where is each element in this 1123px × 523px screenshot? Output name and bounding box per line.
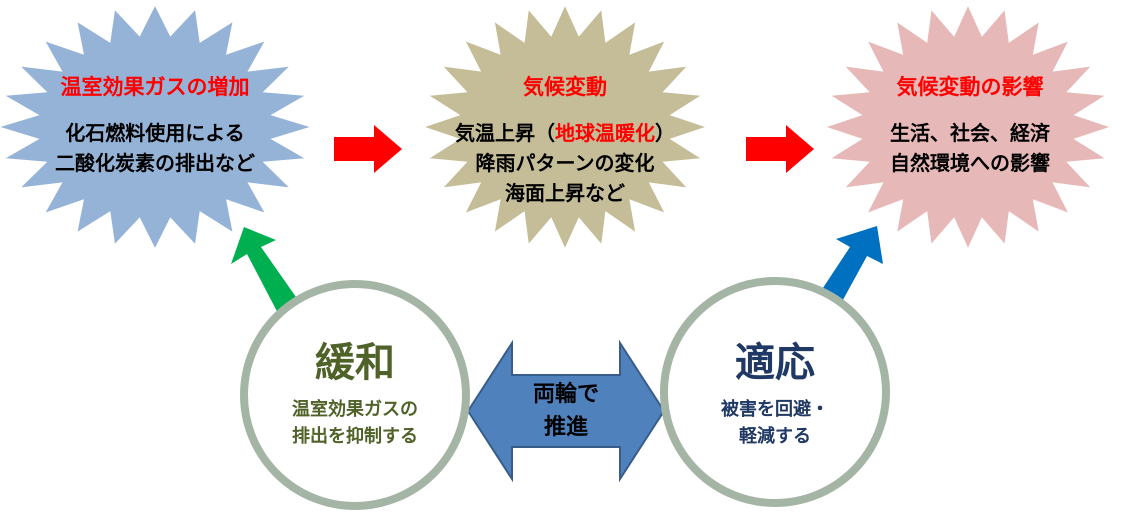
burst-2-line-1-suffix: ）	[655, 121, 675, 145]
flow-arrow-2	[746, 125, 814, 173]
global-warming-highlight: 地球温暖化	[555, 121, 655, 145]
burst-2-line-1-prefix: 気温上昇（	[455, 121, 555, 145]
burst-2-line-1: 気温上昇（地球温暖化）	[410, 118, 720, 148]
burst-3-line-1: 生活、社会、経済	[890, 121, 1050, 145]
burst-2-line-3: 海面上昇など	[505, 181, 625, 205]
mitigation-line-2: 排出を抑制する	[292, 426, 418, 447]
center-line-1: 両輪で	[532, 382, 599, 407]
burst-1-title: 温室効果ガスの増加	[60, 75, 250, 99]
mitigation-line-1: 温室効果ガスの	[292, 399, 418, 420]
mitigation-title: 緩和	[315, 340, 395, 386]
adaptation-circle	[660, 277, 890, 507]
adaptation-line-1: 被害を回避・	[721, 399, 829, 420]
burst-climate-impact	[823, 3, 1113, 251]
burst-1-text: 化石燃料使用による 二酸化炭素の排出など	[0, 118, 310, 178]
adaptation-text: 被害を回避・ 軽減する	[675, 396, 875, 450]
burst-2-line-2: 降雨パターンの変化	[475, 151, 655, 175]
burst-climate-change	[421, 3, 709, 251]
mitigation-arrow	[231, 227, 303, 319]
burst-3-line-2: 自然環境への影響	[890, 151, 1050, 175]
burst-1-line-1: 化石燃料使用による	[65, 121, 245, 145]
burst-3-text: 生活、社会、経済 自然環境への影響	[815, 118, 1123, 178]
adaptation-title: 適応	[735, 340, 815, 386]
adaptation-line-2: 軽減する	[739, 426, 811, 447]
flow-arrow-1	[334, 125, 402, 173]
burst-2-text: 気温上昇（地球温暖化） 降雨パターンの変化 海面上昇など	[410, 118, 720, 208]
burst-3-title: 気候変動の影響	[896, 75, 1044, 99]
burst-ghg-increase	[0, 3, 313, 251]
burst-2-title: 気候変動	[523, 75, 607, 99]
mitigation-text: 温室効果ガスの 排出を抑制する	[255, 396, 455, 450]
center-line-2: 推進	[543, 415, 588, 440]
center-label: 両輪で 推進	[506, 378, 626, 444]
burst-1-line-2: 二酸化炭素の排出など	[55, 151, 255, 175]
mitigation-circle	[240, 280, 470, 510]
